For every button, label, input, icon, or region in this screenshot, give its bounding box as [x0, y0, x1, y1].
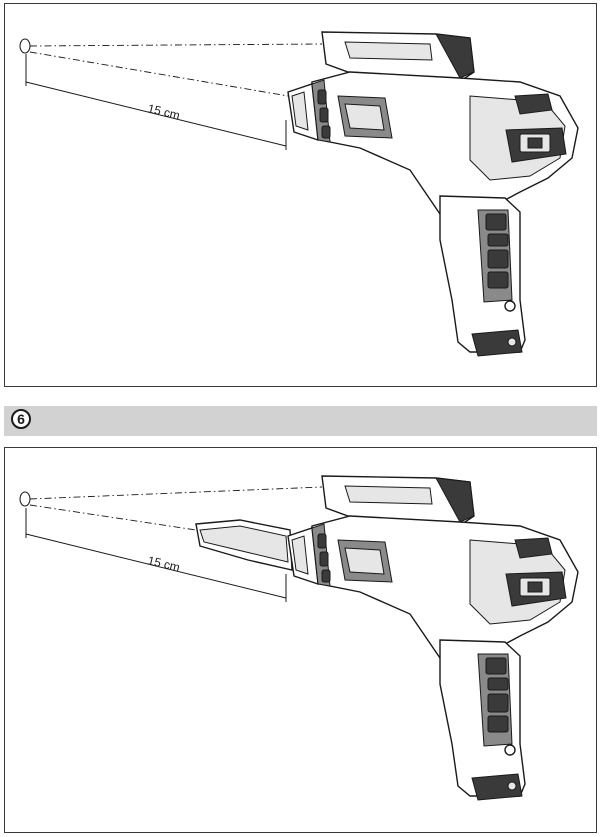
target-spot — [19, 38, 31, 54]
figure-bottom: 15 cm — [19, 475, 579, 801]
distance-label: 15 cm — [146, 101, 181, 122]
section-header-band — [4, 406, 597, 436]
figure-top: 15 cm — [19, 31, 579, 357]
sight-line — [29, 43, 323, 47]
dimension-line — [25, 81, 287, 147]
sight-line — [29, 51, 289, 97]
sight-line — [29, 504, 197, 531]
distance-label: 15 cm — [146, 553, 181, 574]
sight-line — [29, 486, 323, 500]
heat-gun — [287, 475, 579, 801]
target-spot — [19, 491, 31, 507]
step-number-badge: 6 — [11, 409, 31, 429]
heat-gun — [287, 31, 579, 357]
dimension-line — [25, 533, 287, 599]
